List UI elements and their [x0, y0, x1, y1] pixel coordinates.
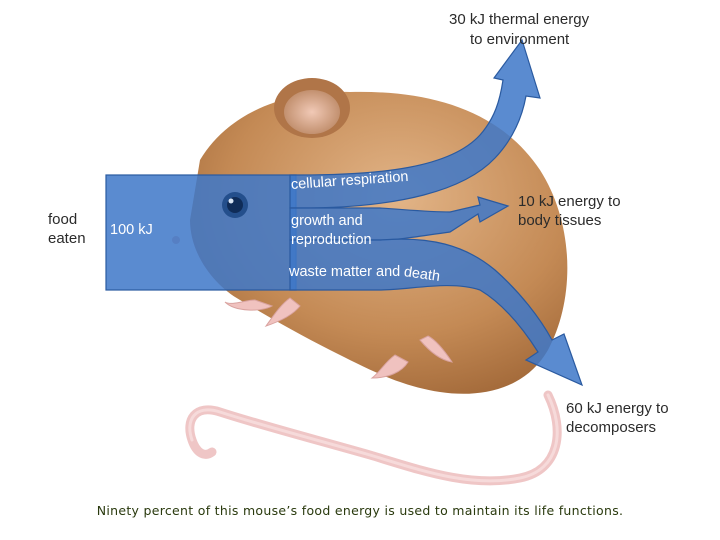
waste-matter-text: waste matter and [289, 264, 405, 280]
waste-death-label: waste matter and death [289, 263, 441, 285]
mouse-eye [222, 192, 248, 218]
decomposers-arrow [289, 238, 584, 387]
body-tissues-label-line2: body tissues [518, 212, 602, 229]
thermal-energy-label-line2: to environment [470, 31, 570, 48]
decomposers-label-line2: decomposers [566, 419, 657, 436]
decomposers-label-line1: 60 kJ energy to [566, 400, 669, 417]
thermal-energy-label-line1: 30 kJ thermal energy [449, 11, 590, 28]
input-amount-label: 100 kJ [110, 222, 153, 238]
input-energy-bar [105, 174, 297, 291]
energy-arrows [105, 38, 584, 387]
body-tissues-label-line1: 10 kJ energy to [518, 193, 621, 210]
growth-reproduction-label-line2: reproduction [291, 232, 372, 248]
mouse-tail [185, 390, 562, 486]
growth-reproduction-label-line1: growth and [291, 213, 363, 229]
thermal-energy-arrow [289, 38, 541, 209]
mouse-paws [224, 297, 454, 379]
figure-caption: Ninety percent of this mouse’s food ener… [96, 503, 624, 518]
food-eaten-label-line2: eaten [48, 230, 86, 247]
food-eaten-label-line1: food [48, 211, 78, 228]
